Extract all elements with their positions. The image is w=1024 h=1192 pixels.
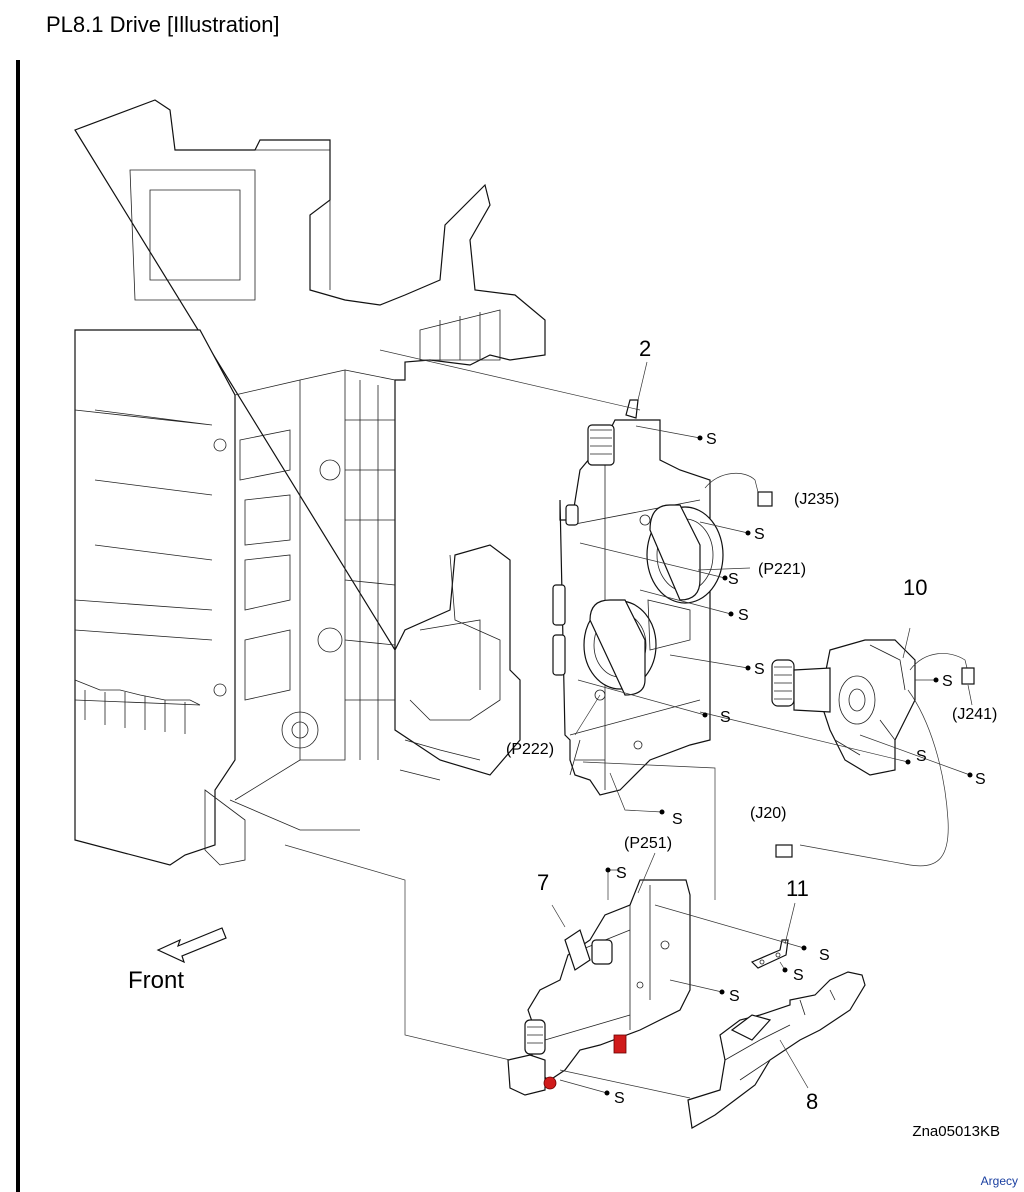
screw-label: S [754, 526, 765, 543]
screw-label: S [616, 865, 627, 882]
red-connector-marker [613, 1034, 627, 1054]
part-10-motor-assembly [771, 639, 975, 867]
front-arrow-icon [156, 927, 227, 964]
connector-j20: (J20) [750, 805, 786, 822]
screw-label: S [754, 661, 765, 678]
screw-label: S [614, 1090, 625, 1107]
part-number-11: 11 [786, 876, 809, 901]
screw-label: S [975, 771, 986, 788]
front-label: Front [128, 967, 184, 994]
connector-j235: (J235) [794, 491, 839, 508]
part-8-lower-frame [687, 971, 866, 1129]
red-clip-marker [543, 1076, 557, 1090]
screw-label: S [793, 967, 804, 984]
screw-label: S [916, 748, 927, 765]
connector-p222: (P222) [506, 741, 554, 758]
page-title: PL8.1 Drive [Illustration] [46, 12, 280, 37]
part-2-main-drive-assembly [552, 399, 773, 796]
watermark-text: Argecy [980, 1174, 1018, 1188]
part-11-bracket [750, 939, 789, 969]
screw-label: S [738, 607, 749, 624]
screw-label: S [729, 988, 740, 1005]
screw-label: S [942, 673, 953, 690]
left-margin-rule [16, 60, 20, 1192]
part-number-10: 10 [903, 575, 927, 600]
screw-markers [604, 435, 973, 1096]
part-number-2: 2 [639, 336, 651, 361]
part-number-7: 7 [537, 870, 549, 895]
screw-label: S [706, 431, 717, 448]
connector-p221: (P221) [758, 561, 806, 578]
connector-p251: (P251) [624, 835, 672, 852]
screw-label: S [819, 947, 830, 964]
screw-label: S [720, 709, 731, 726]
part-number-8: 8 [806, 1089, 818, 1114]
part-7-sub-drive-assembly [507, 879, 691, 1096]
screw-label: S [728, 571, 739, 588]
connector-j241: (J241) [952, 706, 997, 723]
drawing-code: Zna05013KB [912, 1123, 1000, 1140]
printer-frame [74, 99, 546, 866]
reference-lines [284, 349, 973, 1099]
screw-label: S [672, 811, 683, 828]
